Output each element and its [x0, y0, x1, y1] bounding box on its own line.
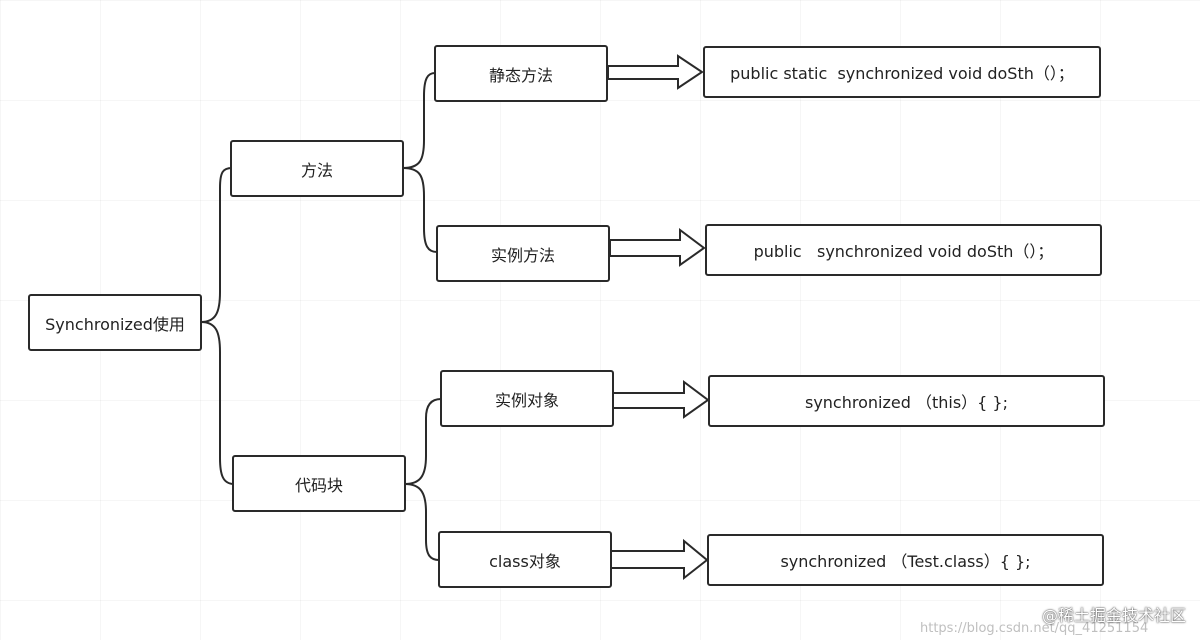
branch-node-method: 方法	[230, 140, 404, 197]
leaf-label-class-object: class对象	[489, 551, 561, 571]
leaf-node-instance-method: 实例方法	[436, 225, 610, 282]
code-text-instance-object: synchronized （this）{ };	[804, 393, 1008, 412]
leaf-node-class-object: class对象	[438, 531, 612, 588]
code-node-instance-method: public synchronized void doSth（）；	[705, 224, 1102, 276]
connector-codeblock-class-object	[404, 483, 440, 561]
code-text-static-method: public static synchronized void doSth（）；	[730, 64, 1074, 83]
code-node-instance-object: synchronized （this）{ };	[708, 375, 1105, 427]
connector-method-instance	[402, 167, 438, 253]
code-node-class-object: synchronized （Test.class）{ };	[707, 534, 1104, 586]
code-node-static-method: public static synchronized void doSth（）；	[703, 46, 1101, 98]
leaf-label-instance-method: 实例方法	[490, 245, 555, 265]
connector-method-static	[402, 72, 436, 169]
watermark-url: https://blog.csdn.net/qq_41251154	[920, 621, 1149, 636]
leaf-label-instance-object: 实例对象	[494, 390, 559, 410]
arrow-instance-method	[609, 228, 706, 267]
arrow-instance-object	[611, 380, 710, 419]
arrow-class-object	[609, 538, 709, 581]
branch-label-method: 方法	[300, 160, 333, 180]
code-text-instance-method: public synchronized void doSth（）；	[753, 242, 1054, 261]
arrow-static-method	[607, 54, 704, 90]
connector-root-method	[200, 167, 233, 323]
code-text-class-object: synchronized （Test.class）{ };	[780, 552, 1031, 571]
connector-codeblock-instance-object	[404, 398, 442, 485]
root-label: Synchronized使用	[45, 314, 185, 334]
connector-root-codeblock	[200, 321, 235, 485]
root-node: Synchronized使用	[28, 294, 202, 351]
watermark-brand: @稀土掘金技术社区	[1041, 606, 1186, 625]
branch-node-codeblock: 代码块	[232, 455, 406, 512]
leaf-node-static-method: 静态方法	[434, 45, 608, 102]
branch-label-codeblock: 代码块	[294, 475, 343, 495]
leaf-node-instance-object: 实例对象	[440, 370, 614, 427]
leaf-label-static-method: 静态方法	[488, 65, 553, 85]
